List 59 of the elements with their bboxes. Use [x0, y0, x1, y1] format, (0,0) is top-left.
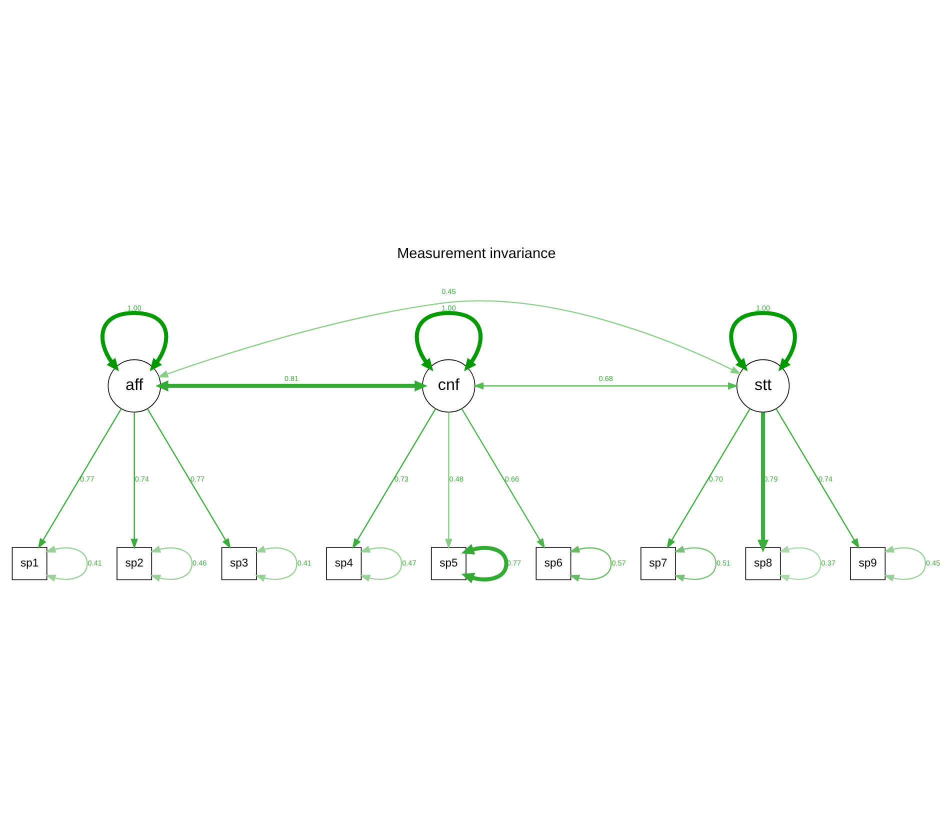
edge-label: 0.37 — [820, 558, 835, 568]
node-box: sp1 — [11, 547, 47, 580]
arrow — [155, 380, 427, 392]
arrow — [100, 310, 168, 372]
edge-label: 0.66 — [504, 474, 519, 484]
node-box: sp8 — [744, 547, 780, 580]
arrow — [359, 546, 402, 582]
arrow — [414, 310, 482, 372]
edge-label: 0.47 — [402, 558, 416, 568]
edge-label: 0.51 — [716, 558, 730, 568]
node-box: sp3 — [220, 547, 256, 580]
node-box: sp9 — [850, 547, 886, 580]
edge-label: 0.45 — [926, 558, 940, 568]
arrow — [775, 408, 860, 549]
edge-label: 0.41 — [87, 558, 102, 568]
arrow — [146, 408, 230, 549]
arrow — [568, 546, 612, 582]
edge-label: 0.46 — [192, 558, 206, 568]
node-circle: cnf — [422, 359, 475, 412]
arrow — [37, 408, 122, 549]
arrow — [882, 546, 926, 582]
edge-label: 0.77 — [80, 474, 94, 484]
node-box: sp2 — [116, 547, 152, 580]
edge-label: 0.73 — [394, 474, 408, 484]
arrow — [130, 412, 138, 550]
arrow — [44, 546, 88, 582]
edge-label: 0.57 — [611, 558, 626, 568]
edge-label: 0.45 — [441, 286, 456, 296]
arrow — [460, 408, 545, 549]
diagram-title: Measurement invariance — [396, 246, 556, 262]
edge-label: 0.68 — [598, 374, 612, 384]
edge-label: 1.00 — [755, 304, 770, 313]
arrow — [778, 546, 821, 582]
arrow — [157, 300, 741, 378]
arrow — [444, 412, 452, 550]
edge-label: 0.74 — [134, 474, 149, 484]
arrow — [673, 546, 716, 582]
node-box: sp5 — [430, 547, 466, 580]
edge-label: 0.48 — [448, 474, 463, 484]
node-box: sp6 — [535, 547, 571, 580]
arrow — [254, 546, 297, 582]
node-circle: aff — [107, 359, 160, 412]
arrow — [150, 546, 192, 582]
node-box: sp4 — [326, 547, 362, 580]
arrow — [757, 412, 768, 552]
arrow — [352, 408, 436, 549]
arrow — [666, 408, 750, 549]
node-box: sp7 — [640, 547, 676, 580]
edge-label: 1.00 — [441, 304, 456, 313]
arrow — [728, 310, 796, 372]
edge-label: 0.77 — [190, 474, 204, 484]
edge-label: 1.00 — [126, 304, 141, 313]
arrow — [460, 544, 508, 583]
edge-label: 0.81 — [284, 374, 298, 384]
edge-label: 0.74 — [818, 474, 832, 484]
edge-label: 0.41 — [296, 558, 311, 568]
edge-label: 0.70 — [708, 474, 722, 484]
arrow — [472, 382, 738, 390]
node-circle: stt — [736, 359, 790, 412]
